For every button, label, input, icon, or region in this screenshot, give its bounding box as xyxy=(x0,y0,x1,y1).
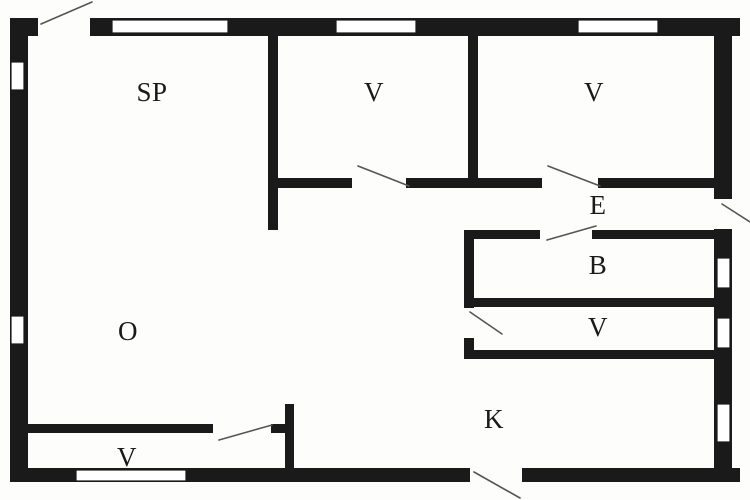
door-swings-group xyxy=(40,1,750,499)
window-left-2 xyxy=(10,315,25,345)
windows-group xyxy=(10,19,731,482)
door-top-right-room-swing-line xyxy=(547,165,601,187)
door-right-bedroom-swing-line xyxy=(469,311,503,335)
wall-bath-mid-horizontal xyxy=(464,298,716,307)
room-label-o-living: O xyxy=(118,316,138,346)
wall-bath-left-vertical xyxy=(464,230,474,358)
door-main-entrance-top-left-gap xyxy=(38,18,90,36)
wall-top-rooms-horizontal xyxy=(268,178,714,188)
window-bottom-1 xyxy=(75,469,187,482)
window-right-1 xyxy=(716,257,731,289)
wall-bath-bottom-horizontal xyxy=(464,350,716,359)
window-top-1 xyxy=(111,19,229,34)
wall-living-right-vertical xyxy=(285,404,294,482)
wall-bottom-v-horizontal xyxy=(10,424,294,433)
room-label-v-top-mid: V xyxy=(364,77,384,107)
window-right-3 xyxy=(716,403,731,443)
window-top-3 xyxy=(577,19,659,34)
room-labels-group: SP V V EB V K O V xyxy=(117,77,608,472)
room-label-sp: SP xyxy=(136,77,167,107)
door-top-middle-room-swing-line xyxy=(357,165,410,187)
wall-bottom xyxy=(10,468,740,482)
door-right-bedroom-gap xyxy=(464,308,474,338)
door-top-middle-room-gap xyxy=(352,178,406,188)
door-exterior-right-swing-line xyxy=(721,203,750,223)
room-label-v-right: V xyxy=(588,312,608,342)
door-exterior-bottom-swing-line xyxy=(473,471,521,499)
door-exterior-bottom-gap xyxy=(470,468,522,482)
room-label-b-bath: B xyxy=(589,250,608,280)
room-label-e-hall: E xyxy=(590,190,607,220)
window-top-2 xyxy=(335,19,417,34)
door-bathroom-swing-line xyxy=(546,225,597,241)
window-right-2 xyxy=(716,317,731,349)
wall-right xyxy=(714,18,732,480)
door-bottom-bedroom-gap xyxy=(213,424,271,433)
room-label-v-top-right: V xyxy=(584,77,604,107)
door-main-entrance-top-left-swing-line xyxy=(40,1,93,25)
room-label-v-bottom: V xyxy=(117,442,137,472)
door-top-right-room-gap xyxy=(542,178,598,188)
door-bottom-bedroom-swing-line xyxy=(218,424,273,441)
window-left-1 xyxy=(10,61,25,91)
door-exterior-right-gap xyxy=(714,199,732,229)
room-label-k-kitchen: K xyxy=(484,404,504,434)
door-gaps-group xyxy=(38,18,732,482)
wall-v-v-vertical xyxy=(468,18,478,188)
wall-left xyxy=(10,18,28,480)
wall-sp-v-vertical xyxy=(268,18,278,230)
